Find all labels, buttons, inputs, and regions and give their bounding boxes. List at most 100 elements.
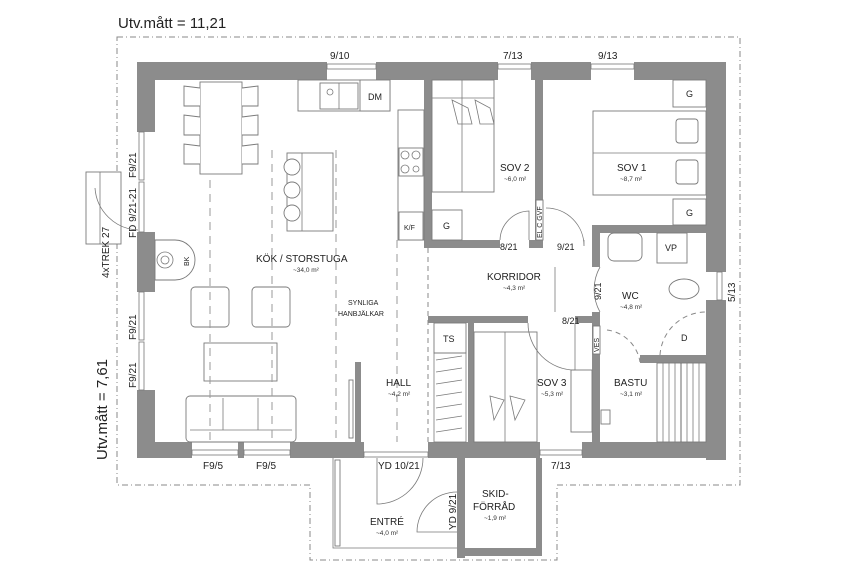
wardrobe-sov1-top xyxy=(672,79,707,108)
wall xyxy=(592,225,600,267)
room-name-sov2: SOV 2 xyxy=(500,163,530,174)
door-label: YD 9/21 xyxy=(448,493,459,530)
room-area-hall: ~4,2 m² xyxy=(388,391,411,398)
outer-dimension-line xyxy=(116,36,741,561)
room-name-hall: HALL xyxy=(386,378,411,389)
wall xyxy=(465,548,539,556)
window-label: 5/13 xyxy=(727,282,738,302)
window-label: 9/13 xyxy=(598,51,618,62)
wall xyxy=(582,442,726,458)
window xyxy=(716,271,723,301)
dining-table xyxy=(199,81,243,175)
toilet xyxy=(668,278,700,300)
door-label: 9/21 xyxy=(557,242,575,252)
wall xyxy=(634,62,726,80)
window xyxy=(497,63,532,70)
wardrobe-label: G xyxy=(686,208,693,218)
window xyxy=(191,449,239,456)
wall xyxy=(531,62,591,80)
window-label: 9/10 xyxy=(330,51,350,62)
window xyxy=(326,63,377,70)
wall xyxy=(137,62,155,132)
wall xyxy=(290,442,364,458)
door-bastu[interactable] xyxy=(606,329,641,363)
dining-chairs xyxy=(183,85,259,165)
stove xyxy=(398,147,424,177)
room-name-entre: ENTRÉ xyxy=(370,515,404,528)
room-area-skidforrad: ~1,9 m² xyxy=(484,515,507,522)
window xyxy=(243,449,291,456)
door-sov1[interactable] xyxy=(545,207,585,247)
wall xyxy=(428,442,540,458)
ts-label: TS xyxy=(443,334,455,344)
fridge-freezer xyxy=(398,211,424,241)
window xyxy=(590,63,635,70)
bed-sov3 xyxy=(473,331,538,443)
el-cgvf-label: EL C GVF xyxy=(537,206,544,238)
door-entry[interactable] xyxy=(376,457,424,505)
closet-ts xyxy=(433,322,467,354)
height-dimension-label: Utv.mått = 7,61 xyxy=(94,359,111,460)
door-wc[interactable] xyxy=(593,266,601,313)
entry-outline xyxy=(332,458,457,549)
shelving xyxy=(433,352,467,443)
window-label: F9/21 xyxy=(128,152,139,178)
window-label: 7/13 xyxy=(503,51,523,62)
door-swing xyxy=(94,187,139,231)
vp-label: VP xyxy=(665,243,677,253)
window xyxy=(138,181,145,233)
pillow xyxy=(675,159,699,185)
room-area-sov1: ~8,7 m² xyxy=(620,176,643,183)
wall xyxy=(640,355,726,363)
door-sov3[interactable] xyxy=(527,322,576,371)
door-label: 8/21 xyxy=(562,316,580,326)
room-name-sov1: SOV 1 xyxy=(617,163,647,174)
room-name-kok: KÖK / STORSTUGA xyxy=(256,253,348,265)
dishwasher xyxy=(359,79,391,112)
wardrobe-label: G xyxy=(443,221,450,231)
wall xyxy=(137,390,155,458)
wall xyxy=(575,316,600,323)
room-name-bastu: BASTU xyxy=(614,378,647,389)
coffee-table xyxy=(203,342,278,382)
bar-stool xyxy=(283,204,301,222)
room-name-korridor: KORRIDOR xyxy=(487,272,541,283)
door-skid[interactable] xyxy=(416,491,458,533)
room-area-bastu: ~3,1 m² xyxy=(620,391,643,398)
room-area-sov2: ~6,0 m² xyxy=(504,176,527,183)
door-label: 8/21 xyxy=(500,242,518,252)
entry-bench xyxy=(334,459,341,547)
wall xyxy=(457,458,465,558)
entry-door-frame[interactable] xyxy=(363,451,429,458)
wall xyxy=(238,442,244,458)
dm-label: DM xyxy=(368,92,382,102)
room-area-korridor: ~4,3 m² xyxy=(503,285,526,292)
window-label: F9/21 xyxy=(128,362,139,388)
beams-label: SYNLIGA xyxy=(348,300,379,307)
window xyxy=(539,449,583,456)
wall xyxy=(536,458,542,556)
d-label: D xyxy=(681,333,688,343)
wardrobe-label: G xyxy=(686,89,693,99)
sauna-heater xyxy=(600,409,611,425)
bar-stool xyxy=(283,158,301,176)
exterior-steps xyxy=(85,171,122,245)
room-area-sov3: ~5,3 m² xyxy=(541,391,564,398)
window-label: F9/5 xyxy=(203,461,223,472)
width-dimension-label: Utv.mått = 11,21 xyxy=(118,15,226,32)
door-label: 9/21 xyxy=(593,282,603,300)
bar-stool xyxy=(283,181,301,199)
door-sov2[interactable] xyxy=(499,210,530,241)
room-name-wc: WC xyxy=(622,291,639,302)
wall xyxy=(137,62,327,80)
beams-label: HANBJÄLKAR xyxy=(338,310,384,318)
wall xyxy=(428,316,528,323)
door-label: YD 10/21 xyxy=(378,461,420,472)
wardrobe-sov2 xyxy=(431,209,463,241)
washbasin xyxy=(607,232,643,262)
wall xyxy=(355,362,361,442)
room-name-skidforrad-2: FÖRRÅD xyxy=(473,500,515,513)
room-area-wc: ~4,8 m² xyxy=(620,304,643,311)
bk-label: BK xyxy=(184,256,191,266)
